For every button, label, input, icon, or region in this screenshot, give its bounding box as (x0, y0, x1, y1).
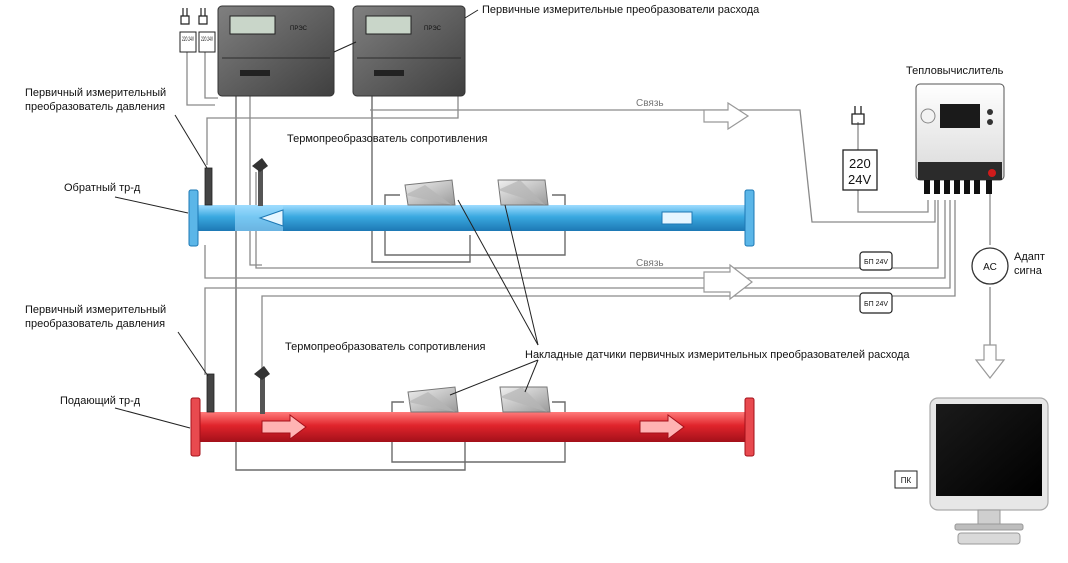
adapter-partial-label-2: сигна (1014, 265, 1043, 277)
clamp-sensor-supply-2 (499, 386, 551, 413)
leader-clamp-3 (449, 359, 539, 396)
link-arrow-1 (703, 101, 750, 131)
wire-supply-clamp-loop (391, 401, 566, 463)
plug-icon (180, 8, 208, 25)
wire-link2 (204, 200, 946, 279)
wire-thermo-supply (261, 200, 956, 372)
flow-transducers-label: Первичные измерительные преобразователи … (482, 4, 760, 16)
wire-link1 (370, 109, 936, 223)
pressure-transducer-supply (206, 373, 215, 413)
calculator-plug-icon (851, 106, 865, 125)
wire-return-clamp-loop (384, 194, 566, 256)
wire-pressure-return (206, 95, 459, 165)
psu-box-1: БП 24V (859, 251, 893, 271)
wire-calc-power-b (857, 190, 929, 213)
svg-text:ПРЭС: ПРЭС (424, 26, 442, 32)
down-arrow (974, 344, 1006, 379)
adapter-partial-label-1: Адапт (1014, 251, 1045, 263)
wire-plug2 (204, 50, 218, 99)
wire-flowmeter2-return (371, 95, 471, 263)
supply-pipe-label: Подающий тр-д (60, 395, 141, 407)
leader-flowmeter1 (333, 41, 357, 53)
heat-calculator (915, 83, 1005, 194)
link-arrow-2 (703, 263, 753, 301)
wire-plug1 (186, 50, 215, 106)
clamp-sensor-return-2 (497, 179, 549, 206)
leader-pressure-supply (177, 331, 209, 377)
flow-arrow-right-icon (261, 414, 307, 440)
thermo-transducer-supply-label: Термопреобразователь сопротивления (285, 341, 485, 353)
calculator-power-box: 220 24V (842, 149, 878, 191)
wire-flowmeter1-supply (235, 95, 466, 471)
link-2-label: Связь (636, 258, 664, 269)
calculator-power-line2: 24V (848, 172, 871, 187)
clamp-on-sensors-label: Накладные датчики первичных измерительны… (525, 349, 910, 361)
wire-pressure-supply (204, 200, 951, 375)
leader-clamp-4 (524, 359, 539, 393)
flow-meter-2: ПРЭС (352, 5, 466, 97)
pressure-transducer-supply-label-2: преобразователь давления (25, 318, 165, 330)
pressure-transducer-return-label-1: Первичный измерительный (25, 87, 166, 99)
pc-label-box: ПК (894, 470, 918, 489)
pressure-transducer-supply-label-1: Первичный измерительный (25, 304, 166, 316)
leader-return-pipe (114, 196, 189, 214)
power-box-1-label: 220 24V (182, 37, 194, 43)
leader-clamp-1 (457, 199, 539, 346)
leader-clamp-2 (504, 204, 539, 346)
clamp-sensor-return-1 (404, 179, 456, 206)
flow-meter-1: ПРЭС (217, 5, 335, 97)
clamp-sensor-supply-1 (407, 386, 459, 413)
wire-flowmeter1-return (249, 95, 262, 266)
leader-supply-pipe (114, 407, 191, 429)
return-pipe (188, 158, 755, 247)
pc-label: ПК (901, 476, 912, 485)
svg-text:ПРЭС: ПРЭС (290, 26, 308, 32)
return-pipe-label: Обратный тр-д (64, 182, 141, 194)
pc-monitor (929, 397, 1049, 545)
leader-flowmeter2 (464, 9, 479, 19)
pressure-transducer-return-label-2: преобразователь давления (25, 101, 165, 113)
power-box-2-label: 220 24V (201, 37, 213, 43)
heat-calculator-label: Тепловычислитель (906, 65, 1004, 77)
link-1-label: Связь (636, 98, 664, 109)
thermo-transducer-supply (260, 374, 265, 414)
flow-arrow-left-icon (258, 209, 284, 227)
leader-pressure-return (174, 114, 208, 169)
adapter-label: АС (983, 262, 997, 273)
psu-1-label: БП 24V (864, 259, 888, 266)
pressure-transducer-return (204, 167, 213, 206)
power-box-2: 220 24V (198, 31, 216, 53)
psu-box-2: БП 24V (859, 292, 893, 314)
thermo-transducer-return-label: Термопреобразователь сопротивления (287, 133, 487, 145)
thermo-transducer-return (258, 166, 263, 206)
calculator-power-line1: 220 (849, 156, 871, 171)
adapter: АС (971, 247, 1009, 285)
wiring (186, 50, 991, 471)
psu-2-label: БП 24V (864, 301, 888, 308)
power-box-1: 220 24V (179, 31, 197, 53)
supply-pipe (190, 366, 755, 457)
